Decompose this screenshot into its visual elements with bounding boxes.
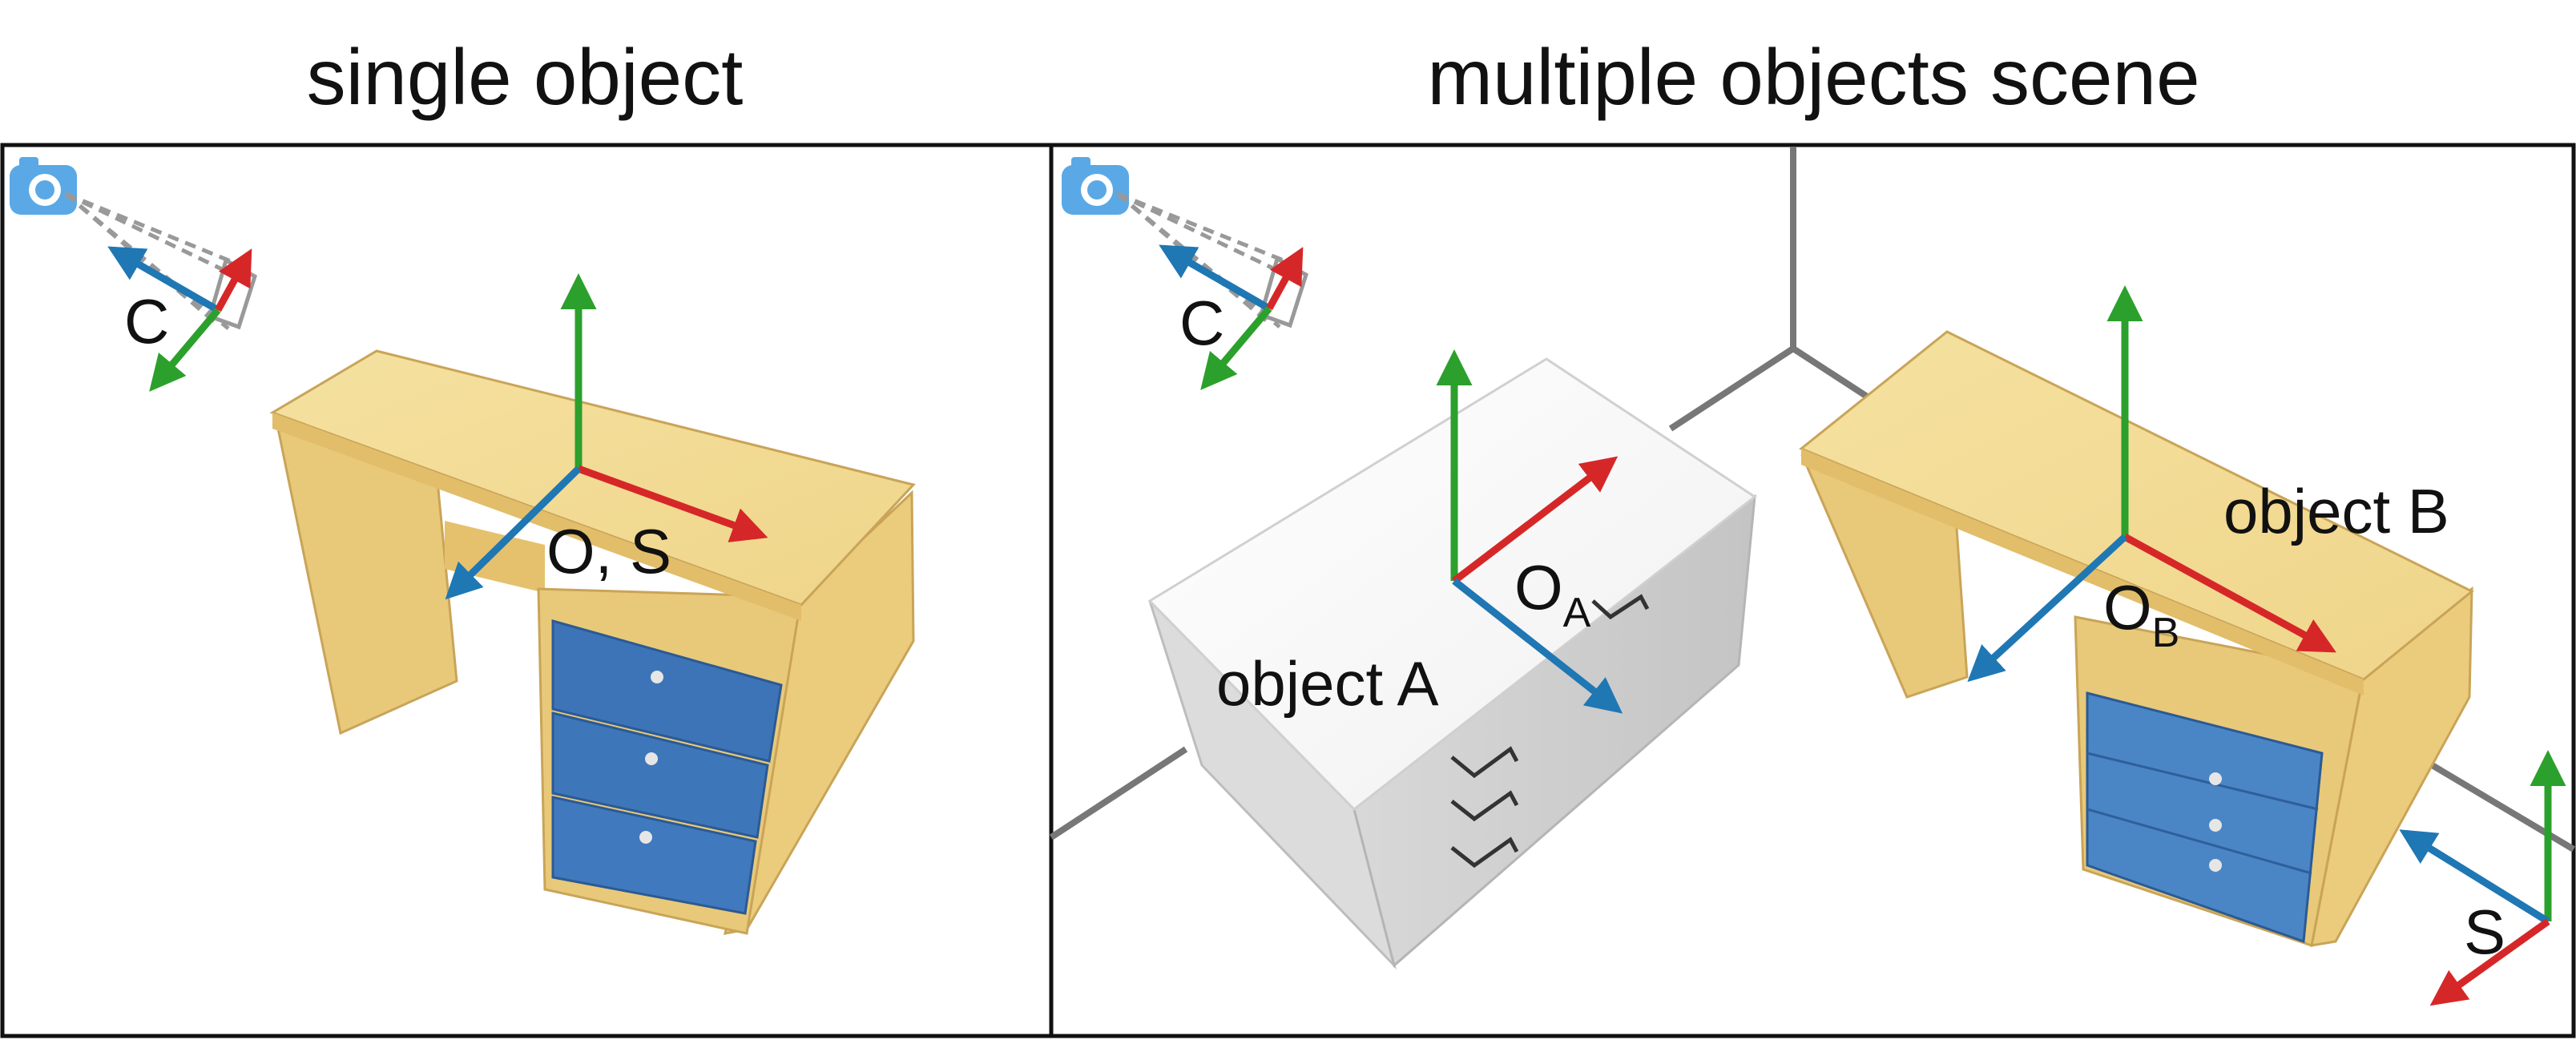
panel-title-single: single object (306, 33, 744, 121)
camera-icon (1062, 157, 1129, 215)
camera-left: C (10, 157, 258, 392)
frame-label-oa-letter: O (1514, 552, 1563, 623)
frame-label-ob-sub: B (2152, 610, 2180, 656)
svg-text:OA: OA (1514, 552, 1591, 636)
object-frame-left: O, S (445, 273, 768, 600)
object-a-label: object A (1216, 648, 1439, 719)
panel-border-right (1049, 143, 2576, 1038)
camera-right: C (1062, 157, 1309, 390)
frame-label-oa-sub: A (1563, 590, 1591, 636)
object-frame-a: OA object A (1216, 349, 1623, 719)
camera-icon (10, 157, 77, 215)
camera-label-left: C (124, 286, 169, 357)
object-frame-b: OB object B (1967, 285, 2449, 683)
frame-label-os: O, S (546, 516, 671, 587)
scene-label-s: S (2464, 897, 2505, 967)
panel-title-multiple: multiple objects scene (1427, 33, 2200, 121)
svg-text:OB: OB (2103, 572, 2179, 656)
camera-label-right: C (1179, 288, 1224, 358)
desk-left (269, 349, 916, 935)
room-corner-lines (1049, 147, 2576, 853)
frame-label-ob-letter: O (2103, 572, 2152, 643)
object-b-label: object B (2223, 476, 2449, 546)
scene-frame-s: S (2399, 750, 2566, 1006)
